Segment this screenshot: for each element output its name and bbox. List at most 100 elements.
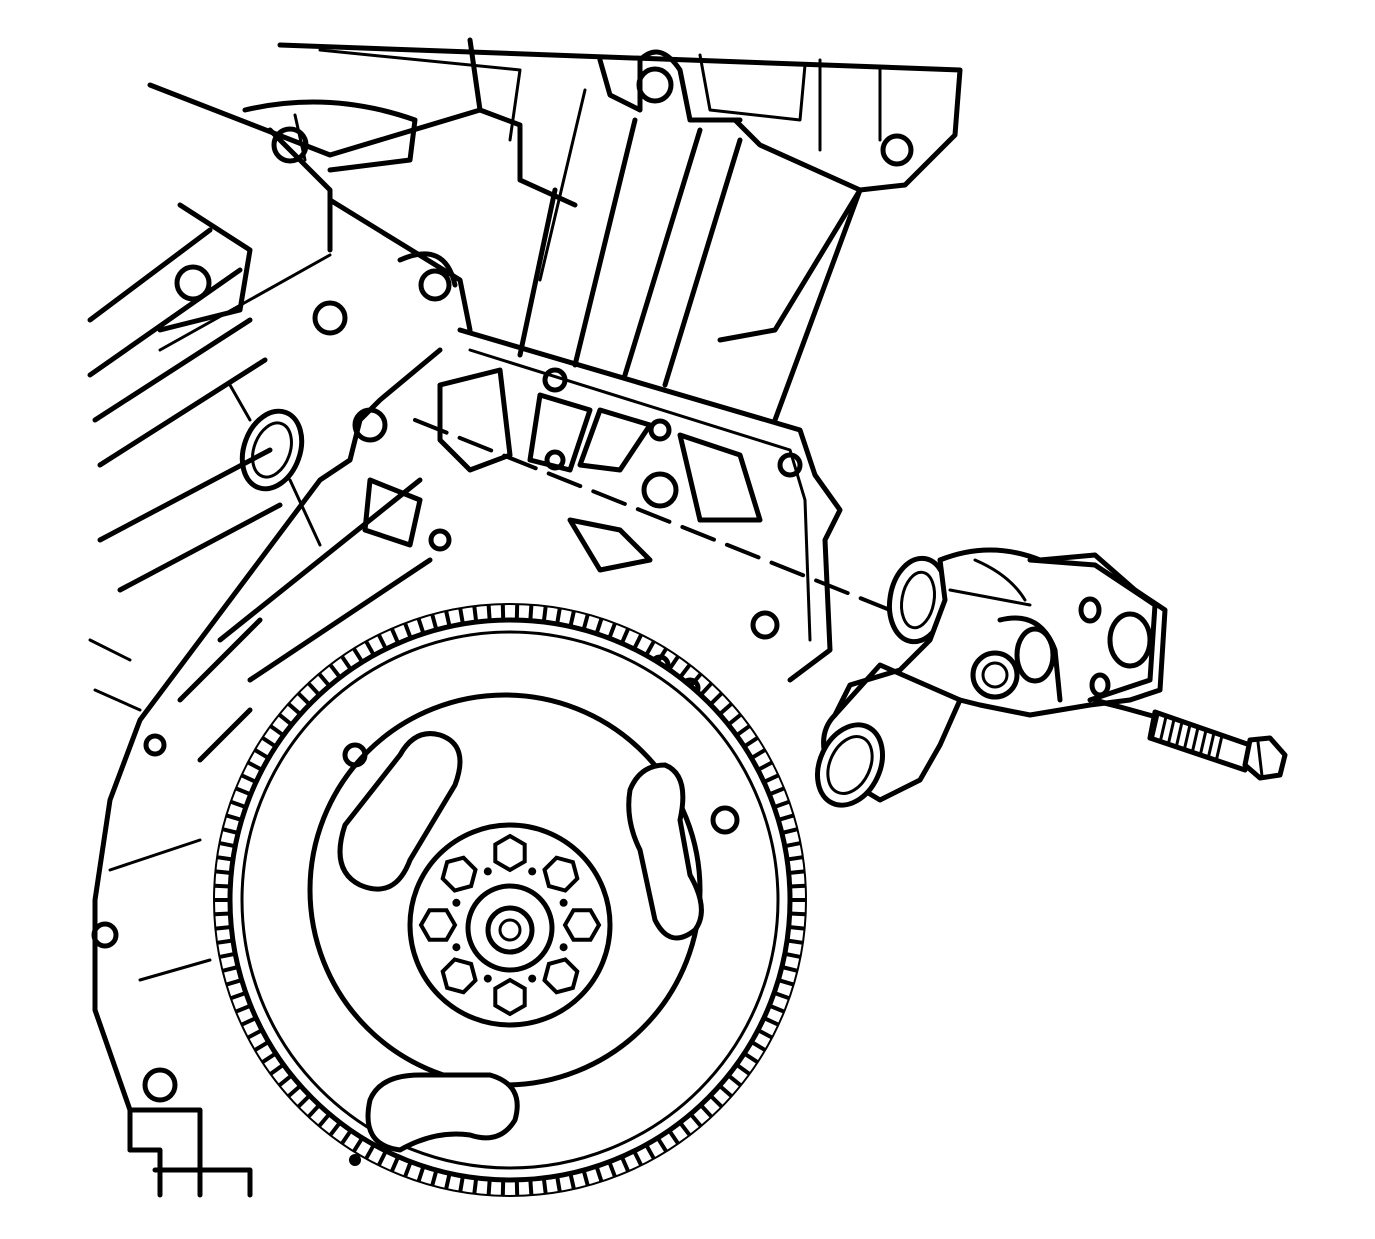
ring-gear-tooth (667, 1129, 680, 1145)
flywheel (213, 603, 807, 1197)
flywheel-bolt (493, 833, 527, 873)
flywheel-bolt (562, 908, 602, 942)
flywheel-bolt (493, 977, 527, 1017)
ring-gear-tooth (777, 813, 795, 822)
flywheel-bolt (418, 908, 458, 942)
ring-gear-tooth (784, 951, 801, 959)
ring-gear-tooth (735, 724, 751, 738)
ring-gear-tooth (340, 1129, 353, 1145)
ring-gear-tooth (472, 1177, 479, 1195)
ring-gear-tooth (287, 702, 302, 716)
ring-gear-tooth (296, 691, 312, 706)
flywheel-bolt (440, 957, 478, 995)
ring-gear-tooth (656, 1136, 668, 1153)
ring-gear-tooth (607, 622, 617, 639)
ring-gear-tooth (430, 613, 439, 631)
ring-gear-tooth (786, 938, 804, 945)
ring-gear-tooth (541, 1177, 548, 1195)
flywheel-bolt (440, 855, 478, 893)
flywheel-bolt (542, 957, 580, 995)
ring-gear-tooth (644, 1143, 656, 1160)
ring-gear-tooth (777, 978, 795, 987)
ring-gear-tooth (581, 1169, 590, 1187)
ring-gear-tooth (261, 736, 277, 749)
ring-gear-tooth (416, 1165, 426, 1183)
ring-gear-tooth (240, 773, 257, 784)
flywheel-bolt-dot (452, 943, 461, 952)
ring-gear-tooth (699, 1103, 714, 1119)
ring-gear-tooth (377, 633, 388, 650)
ring-gear-tooth (708, 1094, 724, 1109)
ring-gear-tooth (235, 1003, 252, 1014)
bolt-threads (1150, 713, 1224, 762)
ring-gear-tooth (773, 991, 790, 1001)
ring-gear-tooth (568, 610, 576, 628)
ring-gear-tooth (689, 672, 703, 688)
ring-gear-tooth (594, 617, 604, 635)
ring-gear-tooth (364, 640, 376, 657)
ring-gear-tooth (269, 724, 285, 738)
ring-gear-tooth (222, 965, 239, 973)
ring-gear-tooth (306, 681, 321, 697)
ring-gear-tooth (215, 869, 232, 875)
ring-gear-tooth (403, 1161, 413, 1178)
ring-gear-tooth (768, 786, 785, 797)
flywheel-bolt-dot (559, 898, 568, 907)
ring-gear-tooth (768, 1003, 785, 1014)
ring-gear-tooth (632, 1150, 643, 1167)
ring-gear-tooth (788, 925, 805, 931)
ring-gear-tooth (277, 713, 293, 727)
ring-gear-tooth (656, 647, 668, 664)
housing-bolt (1092, 697, 1288, 781)
flywheel-bolt-dot (483, 974, 492, 983)
ring-gear-tooth (632, 633, 643, 650)
ring-gear-tooth (377, 1150, 388, 1167)
ring-gear-tooth (619, 627, 631, 645)
ring-gear-tooth (253, 1040, 270, 1052)
bolt-thread (1182, 724, 1192, 752)
ring-gear-tooth (214, 911, 231, 917)
ring-gear-tooth (225, 813, 243, 822)
ring-gear-tooth (789, 883, 806, 889)
ring-gear-tooth (216, 938, 234, 945)
ring-gear-tooth (678, 663, 692, 679)
bolt-thread (1174, 721, 1184, 749)
ring-gear-tooth (296, 1094, 312, 1109)
ring-gear-tooth (773, 799, 790, 809)
ring-gear-tooth (444, 1172, 452, 1190)
ring-gear-tooth (253, 748, 270, 760)
ring-gear-tooth (364, 1143, 376, 1160)
ring-gear-tooth (235, 786, 252, 797)
ring-gear-tooth (328, 663, 342, 679)
ring-gear-tooth (756, 1028, 774, 1040)
ring-gear-tooth (214, 883, 231, 889)
ring-gear-tooth (472, 605, 479, 623)
ring-gear-tooth (403, 622, 413, 639)
ring-gear-tooth (458, 1175, 465, 1193)
ring-gear-teeth (213, 603, 807, 1197)
ring-gear-tooth (340, 655, 353, 671)
ring-gear-tooth (458, 607, 465, 625)
engine-block (87, 37, 963, 1198)
ring-gear-tooth (763, 1016, 780, 1027)
ring-gear-tooth (230, 991, 247, 1001)
ring-gear-tooth (568, 1172, 576, 1190)
flywheel-bolt-dot (528, 974, 537, 983)
ring-gear-tooth (781, 827, 798, 835)
ring-gear-tooth (667, 655, 680, 671)
flywheel-window-upper-left (337, 731, 463, 892)
ring-gear-tooth (277, 1073, 293, 1087)
ring-gear-tooth (781, 965, 798, 973)
ring-gear-tooth (528, 1179, 534, 1196)
ring-gear-tooth (718, 702, 733, 716)
ring-gear-tooth (784, 841, 801, 849)
ring-gear-tooth (644, 640, 656, 657)
ring-gear-tooth (430, 1169, 439, 1187)
ring-gear-tooth (486, 1179, 492, 1196)
flywheel-bolt-dot (528, 867, 537, 876)
ring-gear-tooth (352, 1136, 364, 1153)
ring-gear-tooth (219, 951, 236, 959)
bolt-thread (1150, 713, 1160, 741)
